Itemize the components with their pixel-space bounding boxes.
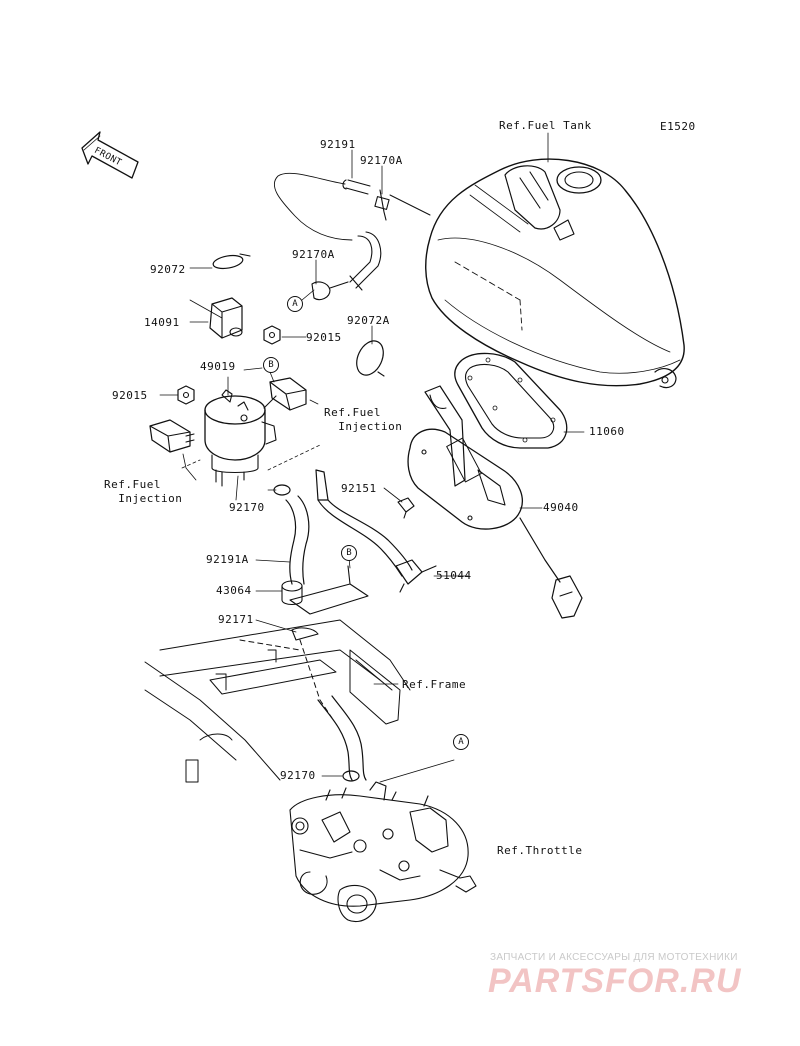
part-92191-label: 92191 <box>320 138 356 151</box>
part-92170-label-2: 92170 <box>280 769 316 782</box>
canister-49019 <box>204 389 277 487</box>
leader-lines <box>159 132 585 783</box>
fitting-51044 <box>395 559 437 593</box>
part-92170A-label-2: 92170A <box>292 248 335 261</box>
part-92170-label-1: 92170 <box>229 501 265 514</box>
callout-b-upper: B <box>263 357 279 373</box>
hose-lower <box>317 695 367 781</box>
sensor-right <box>263 377 307 411</box>
part-92191A-label: 92191A <box>206 553 249 566</box>
part-14091-label: 14091 <box>144 316 180 329</box>
part-11060-label: 11060 <box>589 425 625 438</box>
part-92072-label: 92072 <box>150 263 186 276</box>
sensor-left <box>149 419 195 453</box>
callout-a-upper: A <box>287 296 303 312</box>
part-92170A-label-1: 92170A <box>360 154 403 167</box>
watermark-logo: PARTSFOR.RU <box>488 962 742 1000</box>
throttle-body <box>289 781 477 922</box>
part-92171-label: 92171 <box>218 613 254 626</box>
nut-92015-upper <box>263 325 281 345</box>
bracket-b <box>289 565 369 615</box>
fuel-tank <box>425 158 685 389</box>
frame <box>144 619 411 783</box>
clamp-92170-lower <box>342 770 360 782</box>
part-92072A-label: 92072A <box>347 314 390 327</box>
part-49040-label: 49040 <box>543 501 579 514</box>
hose-92170A <box>311 231 382 301</box>
hose-92191 <box>273 172 431 241</box>
clamp-92171 <box>291 627 319 641</box>
grommet-43064 <box>281 580 303 606</box>
watermark-tagline: ЗАПЧАСТИ И АКСЕССУАРЫ ДЛЯ МОТОТЕХНИКИ <box>490 952 738 963</box>
part-92015-label-1: 92015 <box>306 331 342 344</box>
ref-fuel-tank-label: Ref.Fuel Tank <box>499 119 592 132</box>
ref-frame-label: Ref.Frame <box>402 678 467 691</box>
front-arrow-icon <box>81 131 139 179</box>
bracket-14091 <box>209 297 243 339</box>
part-51044-label: 51044 <box>436 569 472 582</box>
ref-fuel-injection-right: Ref.Fuel Injection <box>324 406 403 433</box>
ref-throttle-label: Ref.Throttle <box>497 844 583 857</box>
part-92151-label: 92151 <box>341 482 377 495</box>
clamp-92072A <box>356 340 385 377</box>
clamp-92072 <box>212 253 251 270</box>
part-43064-label: 43064 <box>216 584 252 597</box>
nut-92015-left <box>177 385 195 405</box>
callout-a-lower: A <box>453 734 469 750</box>
gasket-11060 <box>454 352 568 449</box>
part-49019-label: 49019 <box>200 360 236 373</box>
fuel-pump-49040 <box>407 385 583 619</box>
ref-fuel-injection-left: Ref.Fuel Injection <box>104 478 183 505</box>
diagram-code: E1520 <box>660 120 696 133</box>
hose-92191A <box>285 495 310 585</box>
bolt-92151 <box>397 497 415 519</box>
callout-b-lower: B <box>341 545 357 561</box>
part-92015-label-2: 92015 <box>112 389 148 402</box>
